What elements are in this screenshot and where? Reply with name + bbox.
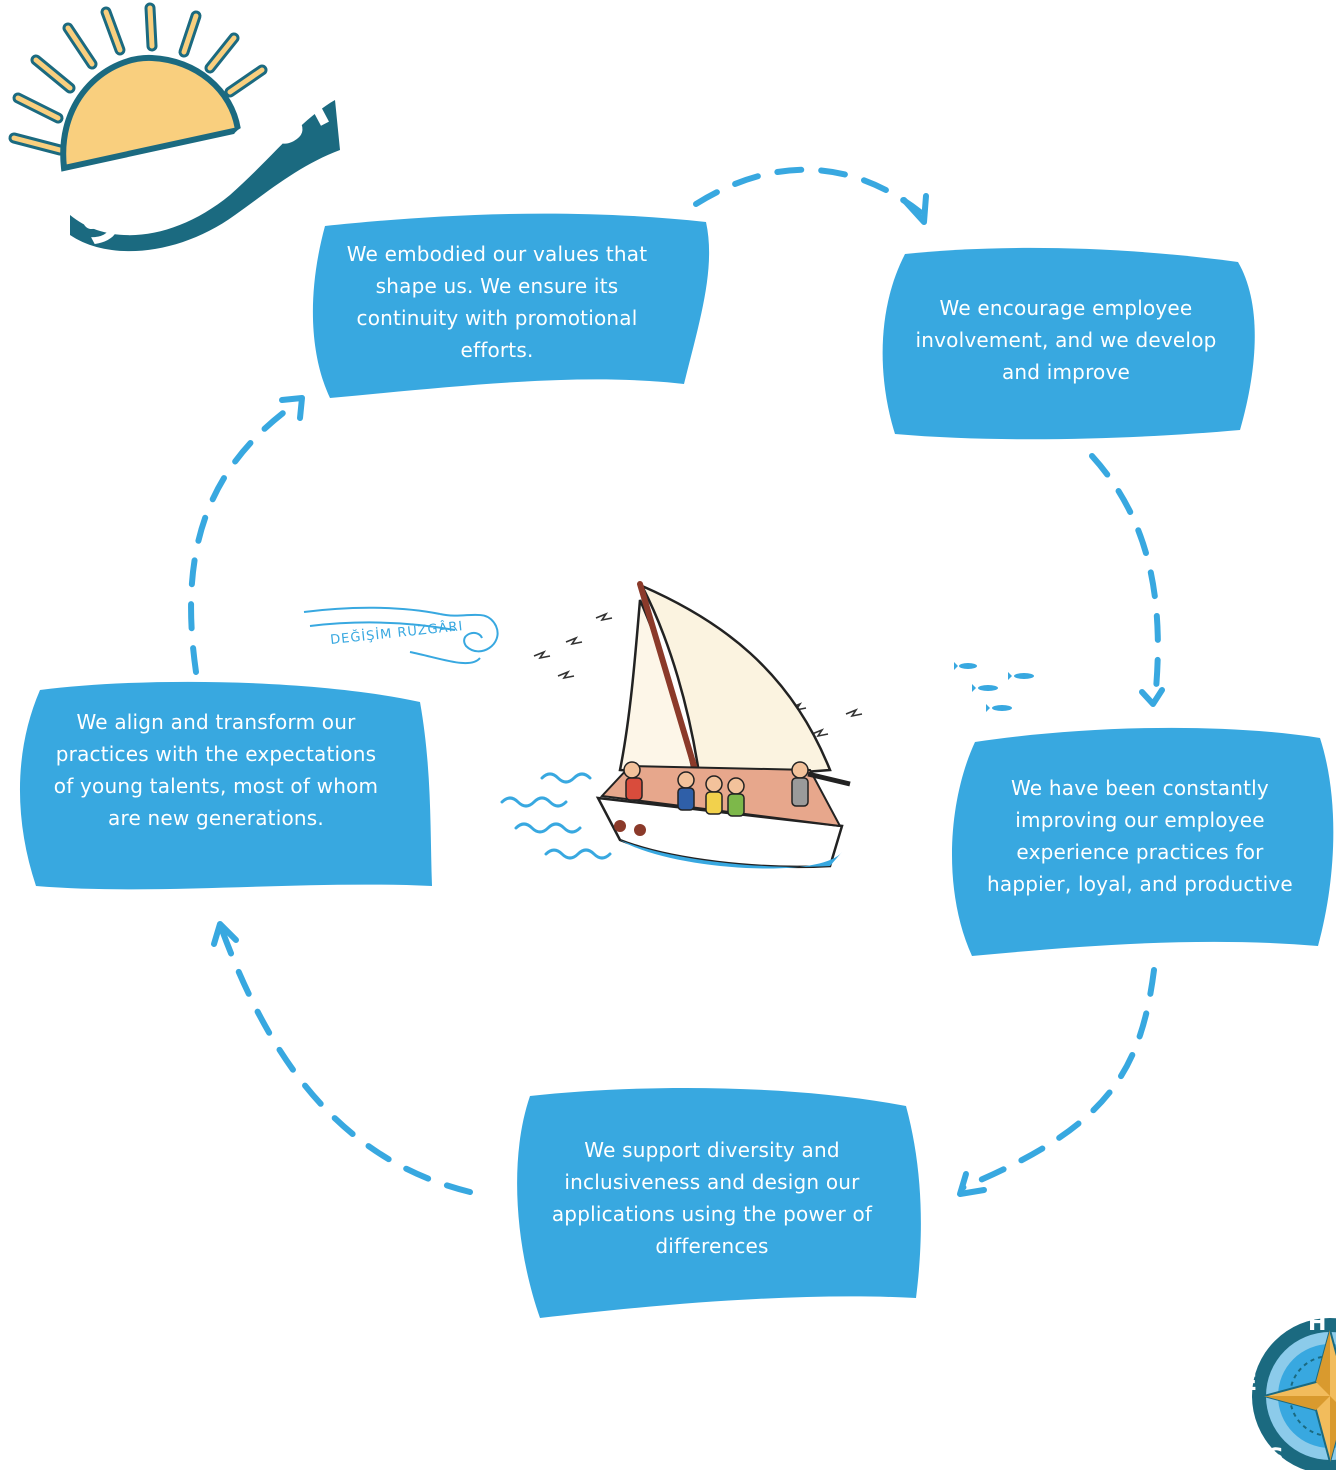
fish-icon [954, 662, 1034, 712]
arrow-5-to-1 [188, 399, 301, 675]
wind-swirl-icon [303, 606, 499, 665]
arrowhead-2 [1139, 687, 1165, 707]
bubble-shape-2 [882, 247, 1255, 440]
step-4-text: We support diversity and inclusiveness a… [551, 1138, 873, 1258]
compass-west: E [1242, 1371, 1257, 1396]
sail-main [639, 583, 832, 782]
bubble-shape-4 [517, 1087, 921, 1318]
bubble-shape-5 [19, 681, 432, 890]
arrow-4-to-5 [219, 927, 473, 1195]
arrow-2-to-3 [1089, 453, 1161, 703]
sun-route-logo: SUN ROUTE [8, 2, 360, 258]
arrowhead-5 [279, 395, 305, 421]
arrow-1-to-2 [693, 166, 923, 215]
compass-north: H [1308, 1311, 1326, 1336]
bubble-shape-3 [951, 727, 1334, 956]
compass-south: S [1268, 1445, 1284, 1470]
arrowhead-4 [211, 921, 239, 947]
waves-icon [500, 772, 612, 860]
step-2-text: We encourage employee involvement, and w… [915, 296, 1217, 384]
step-1-text: We embodied our values that shape us. We… [346, 242, 648, 362]
arrowhead-1 [901, 193, 929, 225]
sailboat-illustration [303, 581, 863, 869]
arrow-3-to-4 [959, 967, 1157, 1191]
bubble-shape-1 [312, 213, 710, 398]
compass-rose-icon: H E S [1242, 1311, 1336, 1470]
step-3-text: We have been constantly improving our em… [987, 776, 1293, 896]
arrowhead-3 [957, 1171, 987, 1197]
step-5-text: We align and transform our practices wit… [53, 710, 379, 830]
crew-icon [623, 761, 851, 817]
